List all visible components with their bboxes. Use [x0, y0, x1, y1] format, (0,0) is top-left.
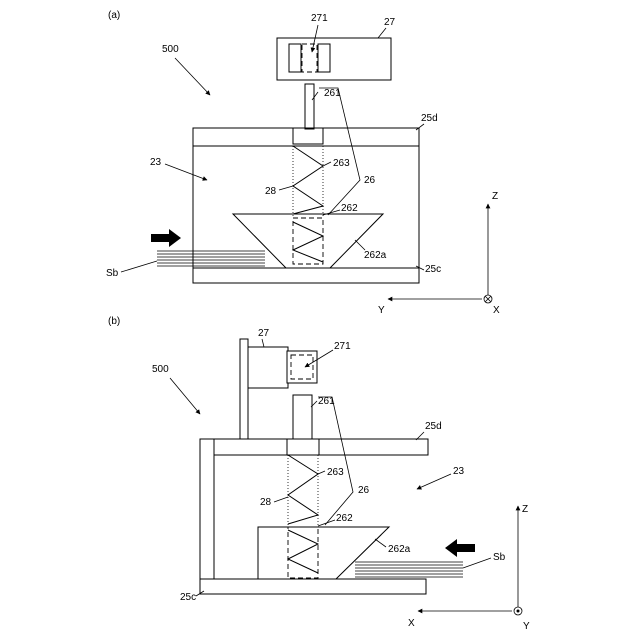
view-b: (b) 500 27 271 261 25d 25c 23	[108, 316, 530, 632]
view-a-label-plate-bottom: 25c	[425, 264, 441, 275]
view-b-side-wall	[200, 439, 214, 579]
view-a-label-sheet: Sb	[106, 268, 119, 279]
view-b-top-plate	[214, 439, 428, 455]
view-b-motor-inner-box	[287, 351, 317, 383]
view-a-feed-arrow	[151, 229, 181, 247]
view-a-label-head: 262	[341, 203, 358, 214]
view-b-spring-upper	[288, 455, 318, 524]
view-a-label-bellows: 28	[265, 186, 277, 197]
view-a-motor-left-magnet	[289, 44, 301, 72]
view-b-label-head: 262	[336, 513, 353, 524]
view-a-label-assembly: 26	[364, 175, 376, 186]
view-b-label-sheet: Sb	[493, 552, 506, 563]
view-b-sheet-leader	[463, 558, 491, 568]
view-a-assembly-leader	[319, 88, 360, 215]
view-a-label-spring: 263	[333, 158, 350, 169]
view-a-motor-right-magnet	[318, 44, 330, 72]
view-a-label-chamber: 23	[150, 157, 162, 168]
view-b-spring-lower	[288, 530, 318, 573]
view-b-post	[240, 339, 248, 439]
view-b-label-device: 500	[152, 364, 169, 375]
view-a-device-arrow	[175, 58, 210, 95]
view-a-label-head-slope: 262a	[364, 250, 387, 261]
view-b-label-shaft: 261	[318, 396, 335, 407]
view-b-label-plate-bottom: 25c	[180, 592, 196, 603]
view-a-axis-x-label: X	[493, 305, 500, 316]
view-a-head-slope-leader	[355, 240, 365, 250]
view-a-label-motor-inner: 271	[311, 13, 328, 24]
view-a-plate-top-leader	[416, 124, 424, 130]
view-b-label-assembly: 26	[358, 485, 370, 496]
view-a-spring-upper	[293, 146, 323, 214]
view-b-axis-y-dot	[517, 610, 520, 613]
view-b-axis-x-label: X	[408, 618, 415, 629]
view-b-bottom-plate	[200, 579, 426, 594]
view-b-chamber-arrow	[417, 474, 451, 489]
view-b-spring-leader	[318, 471, 325, 474]
view-b-label-motor: 27	[258, 328, 270, 339]
view-a-chamber-arrow	[165, 164, 207, 180]
view-a-bellows-leader	[279, 186, 293, 190]
view-a-label-device: 500	[162, 44, 179, 55]
view-b-label-bellows: 28	[260, 497, 272, 508]
view-a-label-plate-top: 25d	[421, 113, 438, 124]
view-b-motor-leader	[262, 339, 264, 347]
view-a: (a) 500 27 271 261 25d 25c 23	[106, 10, 500, 316]
view-a-axis-z-label: Z	[492, 191, 498, 202]
view-b-caption: (b)	[108, 316, 120, 327]
view-a-spring-leader	[323, 162, 331, 166]
view-a-sheet-leader	[121, 261, 157, 272]
view-b-head-leader	[318, 520, 335, 526]
view-b-bellows-leader	[274, 497, 288, 502]
view-b-axis-y-label: Y	[523, 621, 530, 632]
view-b-head-slope-leader	[375, 539, 386, 547]
view-b-shaft	[293, 395, 312, 439]
view-b-device-arrow	[170, 378, 200, 414]
view-a-bellows-lower-dashed	[293, 218, 323, 264]
view-b-axis-z-label: Z	[522, 504, 528, 515]
view-b-label-head-slope: 262a	[388, 544, 411, 555]
view-b-label-plate-top: 25d	[425, 421, 442, 432]
view-b-motor-body	[248, 347, 288, 388]
view-b-label-chamber: 23	[453, 466, 465, 477]
view-a-label-motor: 27	[384, 17, 396, 28]
view-b-label-spring: 263	[327, 467, 344, 478]
view-b-feed-arrow	[445, 539, 475, 557]
view-a-spring-lower	[293, 222, 323, 262]
view-b-assembly-leader	[318, 397, 353, 525]
view-a-shaft	[305, 84, 314, 129]
view-a-caption: (a)	[108, 10, 120, 21]
view-b-label-motor-inner: 271	[334, 341, 351, 352]
view-a-spring-top-block	[293, 128, 323, 144]
view-b-spring-top-block	[287, 439, 319, 455]
view-a-axis-y-label: Y	[378, 305, 385, 316]
view-a-motor-leader	[378, 28, 386, 38]
